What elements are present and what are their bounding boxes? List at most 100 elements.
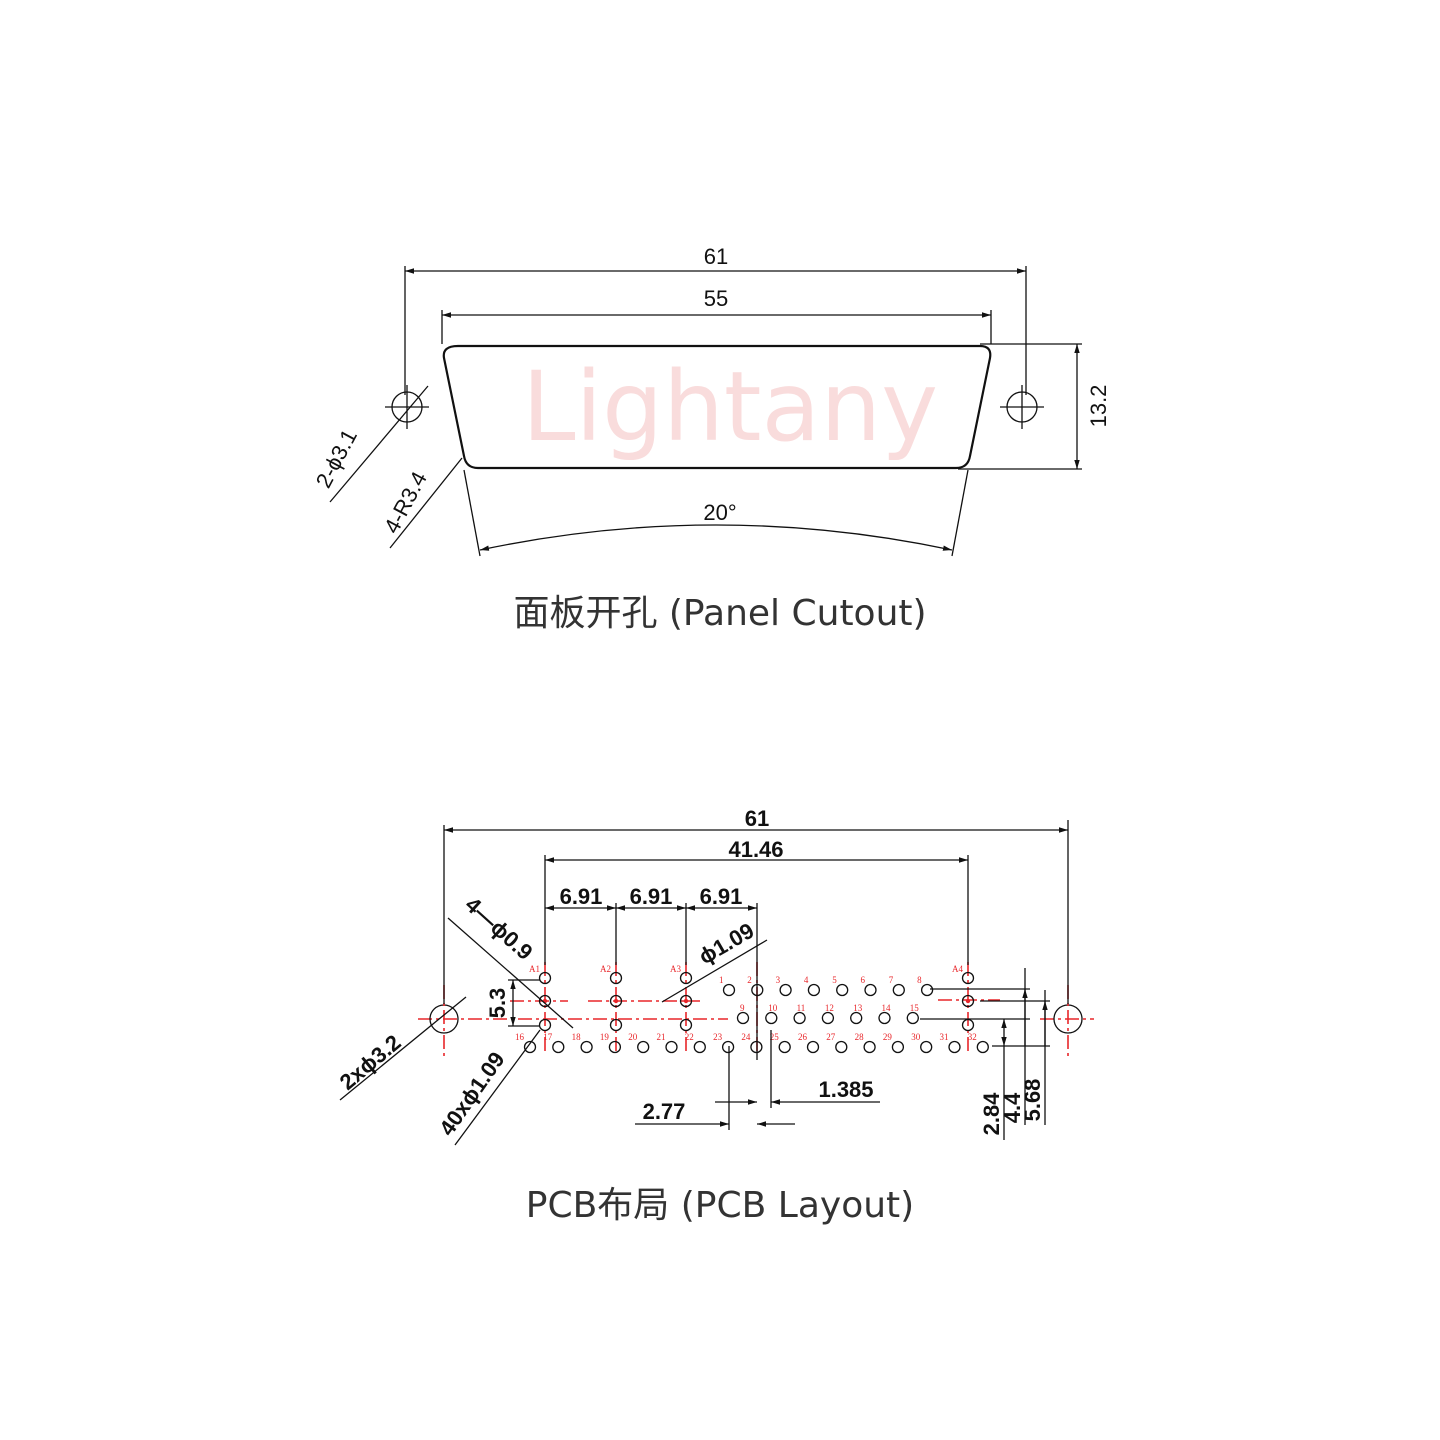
pin-label: 16 [515, 1032, 525, 1042]
pcb-dim-pitch-x-label: 2.77 [643, 1099, 686, 1124]
coax-label: A4 [952, 964, 963, 974]
pin-label: 25 [770, 1032, 780, 1042]
pin-hole [906, 1011, 919, 1025]
pin-label: 27 [826, 1032, 836, 1042]
pin-label: 15 [910, 1003, 920, 1013]
pin-hole [836, 983, 849, 997]
pin-label: 30 [911, 1032, 921, 1042]
mount-hole-right [1000, 385, 1044, 429]
pin-label: 32 [968, 1032, 977, 1042]
coax-hole [538, 971, 552, 985]
coax-hole [609, 1018, 623, 1032]
pin-label: 5 [832, 975, 837, 985]
pin-label: 28 [855, 1032, 865, 1042]
coax-center-dot [965, 998, 971, 1004]
pcb-dim-pins-label: 40xϕ1.09 [434, 1047, 510, 1140]
pcb-dim-row-3-label: 5.68 [1020, 1079, 1045, 1122]
pin-label: 11 [797, 1003, 806, 1013]
coax-hole [679, 971, 693, 985]
panel-cutout-view: Lightany 61 55 13.2 2-ϕ3.1 [311, 244, 1111, 634]
pin-label: 19 [600, 1032, 610, 1042]
pin-hole [920, 983, 934, 997]
pin-hole [722, 983, 736, 997]
pin-label: 24 [741, 1032, 751, 1042]
pin-label: 4 [804, 975, 809, 985]
coax-center-dot [683, 998, 689, 1004]
coax-label: A3 [670, 964, 681, 974]
pcb-title: PCB布局 (PCB Layout) [526, 1185, 914, 1226]
pin-hole [864, 983, 877, 997]
pin-label: 8 [917, 975, 922, 985]
pin-label: 6 [861, 975, 866, 985]
pin-hole [863, 1040, 876, 1054]
pin-hole [850, 1011, 863, 1025]
cutout-outline [442, 344, 992, 470]
pin-hole [835, 1040, 848, 1054]
dim-angle-label: 20° [703, 500, 736, 525]
pin-hole [608, 1040, 622, 1054]
pin-hole [736, 1011, 750, 1025]
coax-pin [609, 994, 623, 1008]
coax-label: A2 [600, 964, 611, 974]
dim-angle-arc [479, 524, 953, 551]
dim-61-label: 61 [704, 244, 728, 269]
pcb-dim-row-1-label: 2.84 [979, 1092, 1004, 1136]
pcb-dim-coax-pin-label: ϕ1.09 [694, 918, 758, 969]
pin-label: 2 [747, 975, 752, 985]
pin-label: 18 [572, 1032, 582, 1042]
mount-hole-left [385, 385, 429, 429]
pin-hole [765, 1011, 778, 1025]
coax-hole [961, 971, 975, 985]
pcb-dim-61-label: 61 [745, 806, 769, 831]
pin-label: 23 [713, 1032, 723, 1042]
pin-label: 9 [740, 1003, 745, 1013]
pin-label: 1 [719, 975, 724, 985]
pcb-dim-pitch-2-label: 6.91 [630, 884, 673, 909]
pin-hole [807, 983, 821, 997]
pin-label: 21 [657, 1032, 666, 1042]
coax-hole [538, 1018, 552, 1032]
pin-hole [779, 983, 792, 997]
pin-hole [665, 1040, 678, 1054]
pcb-dim-row-2-label: 4.4 [1000, 1092, 1025, 1123]
pin-hole [693, 1040, 706, 1054]
pin-hole [976, 1040, 989, 1054]
pin-label: 3 [776, 975, 781, 985]
pin-hole [806, 1040, 820, 1054]
coax-pin [961, 994, 975, 1008]
pin-label: 22 [685, 1032, 694, 1042]
dim-13-2-label: 13.2 [1086, 385, 1111, 428]
pcb-dim-pitch-3-label: 6.91 [700, 884, 743, 909]
pin-hole [948, 1040, 961, 1054]
pin-hole [920, 1040, 933, 1054]
pin-hole [721, 1040, 735, 1054]
pin-label: 12 [825, 1003, 834, 1013]
pin-hole [552, 1040, 565, 1054]
pcb-dim-41-46-label: 41.46 [728, 837, 783, 862]
coax-label: A1 [529, 964, 540, 974]
coax-hole [679, 1018, 693, 1032]
pcb-dim-coax-v-label: 5.3 [485, 988, 510, 1019]
pcb-dim-mount-label: 2xϕ3.2 [335, 1030, 406, 1095]
pin-label: 7 [889, 975, 894, 985]
pcb-dim-half-pitch-label: 1.385 [818, 1077, 873, 1102]
pcb-dim-coax-hole-label: 4—ϕ0.9 [460, 892, 537, 965]
pin-label: 17 [543, 1032, 553, 1042]
dim-55-label: 55 [704, 286, 728, 311]
pin-hole [793, 1011, 806, 1025]
pin-label: 10 [768, 1003, 778, 1013]
pin-label: 20 [628, 1032, 638, 1042]
panel-title: 面板开孔 (Panel Cutout) [513, 593, 926, 634]
pin-hole [637, 1040, 650, 1054]
pin-hole [891, 1040, 905, 1054]
watermark: Lightany [522, 351, 938, 463]
pin-hole [523, 1040, 537, 1054]
pin-label: 14 [882, 1003, 892, 1013]
pin-label: 29 [883, 1032, 893, 1042]
coax-pin [538, 994, 552, 1008]
pin-hole [778, 1040, 791, 1054]
dim-radius-label: 4-R3.4 [379, 467, 432, 537]
